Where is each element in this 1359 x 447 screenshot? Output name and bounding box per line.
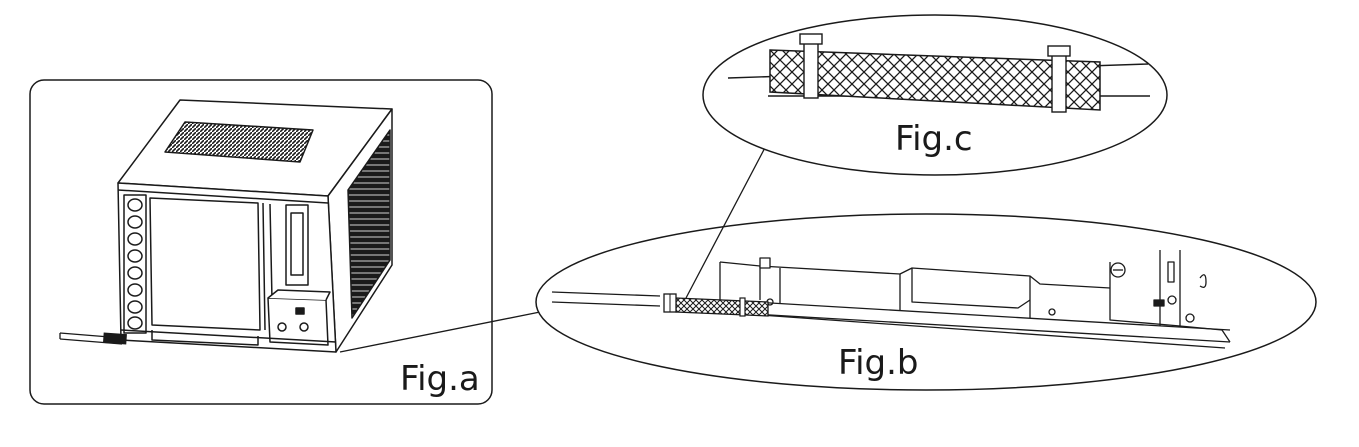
fig-a-panel: Fig.a xyxy=(29,79,493,405)
base-pan-detail xyxy=(551,250,1231,349)
vertical-bracket xyxy=(285,204,309,286)
fig-b-ellipse xyxy=(535,213,1317,391)
screw-head xyxy=(1110,262,1126,278)
leader-line-b-to-c xyxy=(685,141,769,299)
cable-tie-right xyxy=(1051,49,1067,113)
cable-tie-left xyxy=(803,35,819,99)
coil-column xyxy=(123,194,147,334)
fig-b-panel: Fig.b xyxy=(535,213,1317,391)
center-panel xyxy=(149,197,261,331)
control-box xyxy=(267,297,329,346)
coil-rings xyxy=(127,198,143,330)
fig-c-panel: Fig.c xyxy=(702,14,1168,176)
drain-pipe xyxy=(59,332,127,345)
leader-line-a-to-b xyxy=(339,311,541,353)
side-grille xyxy=(347,129,391,319)
fig-a-frame xyxy=(29,79,493,405)
air-conditioner-unit xyxy=(117,99,393,353)
fig-b-label: Fig.b xyxy=(838,343,919,383)
fig-a-label: Fig.a xyxy=(400,359,480,399)
mesh-sleeve-b xyxy=(663,293,769,317)
cable-tie xyxy=(739,297,746,317)
control-screw xyxy=(277,322,287,332)
fig-c-label: Fig.c xyxy=(895,119,973,159)
top-vent xyxy=(164,121,314,163)
drain-hose xyxy=(551,291,661,297)
mesh-sleeve-c xyxy=(769,33,1101,113)
